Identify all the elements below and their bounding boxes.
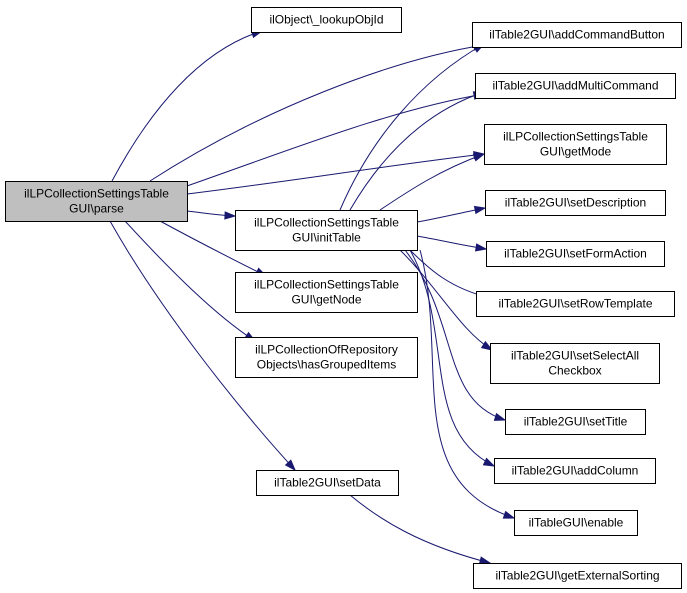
edge-initTable-to-getMode [379,153,486,211]
arrowhead-icon [474,243,488,252]
node-label-line: GUI\initTable [292,231,361,245]
node-box[interactable] [490,343,660,384]
arrowhead-icon [284,459,297,472]
node-box[interactable] [251,7,402,33]
node-box[interactable] [256,470,399,496]
node-label-line: Checkbox [548,364,601,378]
node-label-line: GUI\getNode [291,293,361,307]
node-label-line: ilTableGUI\enable [529,516,624,530]
node-label-line: ilTable2GUI\addColumn [512,464,639,478]
node-addCommandButton[interactable]: ilTable2GUI\addCommandButton [472,22,682,48]
node-box[interactable] [235,272,418,313]
node-box[interactable] [472,22,682,48]
edge-line [186,93,485,187]
node-label-line: ilTable2GUI\setRowTemplate [498,297,652,311]
edge-line [159,220,267,277]
node-box[interactable] [494,458,656,484]
node-label-line: ilTable2GUI\setDescription [505,196,646,210]
arrowhead-icon [224,211,237,220]
edge-setData-to-getExternalSorting [349,494,492,565]
node-setDescription[interactable]: ilTable2GUI\setDescription [485,190,666,216]
node-lookupObjId[interactable]: ilObject\_lookupObjId [251,7,402,33]
arrowhead-icon [480,340,494,351]
edge-line [419,249,515,519]
node-box[interactable] [484,124,667,165]
node-enable[interactable]: ilTableGUI\enable [514,510,638,536]
node-label-line: ilTable2GUI\addCommandButton [489,28,664,42]
node-box[interactable] [475,73,676,99]
arrowhead-icon [472,153,486,162]
nodes-layer: ilLPCollectionSettingsTableGUI\parseilOb… [5,7,682,589]
node-hasGroupedItems[interactable]: ilLPCollectionOfRepositoryObjects\hasGro… [235,337,418,378]
edge-initTable-to-enable [419,249,516,519]
node-setTitle[interactable]: ilTable2GUI\setTitle [505,409,646,435]
edge-initTable-to-setTitle [404,249,507,421]
node-label-line: GUI\parse [69,202,124,216]
node-addMultiCommand[interactable]: ilTable2GUI\addMultiCommand [475,73,676,99]
node-addColumn[interactable]: ilTable2GUI\addColumn [494,458,656,484]
edge-line [349,91,485,211]
node-box[interactable] [476,291,675,317]
edge-line [109,220,296,471]
edge-line [409,249,495,467]
edge-parse-to-initTable [186,210,237,220]
node-label-line: ilTable2GUI\setTitle [524,415,628,429]
edge-line [404,249,506,421]
node-label-line: ilTable2GUI\getExternalSorting [495,569,659,583]
edge-initTable-to-setSelectAllCheckbox [399,249,494,351]
node-label-line: ilLPCollectionSettingsTable [254,216,399,230]
edge-initTable-to-addMultiCommand [349,91,486,211]
arrowhead-icon [502,510,516,519]
edge-parse-to-getMode [186,151,486,195]
edge-line [186,153,485,195]
node-label-line: ilLPCollectionSettingsTable [503,130,648,144]
edge-line [379,153,485,211]
node-label-line: ilLPCollectionSettingsTable [254,278,399,292]
node-label-line: ilLPCollectionOfRepository [255,343,398,357]
node-getExternalSorting[interactable]: ilTable2GUI\getExternalSorting [473,563,682,589]
node-box[interactable] [235,337,418,378]
arrowhead-icon [482,457,496,467]
node-setRowTemplate[interactable]: ilTable2GUI\setRowTemplate [476,291,675,317]
node-box[interactable] [485,190,666,216]
node-label-line: ilLPCollectionSettingsTable [24,187,169,201]
node-label-line: ilTable2GUI\setData [274,476,381,490]
edge-line [339,43,485,211]
node-box[interactable] [235,210,418,251]
node-setFormAction[interactable]: ilTable2GUI\setFormAction [486,241,665,267]
edge-line [124,220,256,342]
edge-parse-to-setData [109,220,297,472]
edge-initTable-to-setDescription [416,205,487,223]
node-label-line: ilTable2GUI\addMultiCommand [492,79,658,93]
arrowhead-icon [493,412,507,421]
node-box[interactable] [5,181,188,222]
node-label-line: GUI\getMode [540,145,612,159]
edge-line [399,249,493,351]
edge-line [149,44,485,182]
node-label-line: ilObject\_lookupObjId [269,13,383,27]
node-box[interactable] [486,241,665,267]
node-label-line: Objects\hasGroupedItems [257,358,396,372]
edge-initTable-to-addCommandButton [339,43,486,211]
edge-line [111,30,263,182]
edge-parse-to-addMultiCommand [186,91,486,187]
edge-line [349,494,491,564]
edge-initTable-to-setFormAction [416,235,488,252]
node-setData[interactable]: ilTable2GUI\setData [256,470,399,496]
node-label-line: ilTable2GUI\setFormAction [504,247,647,261]
edge-initTable-to-addColumn [409,249,496,467]
arrowhead-icon [473,205,487,215]
edge-line [416,235,487,250]
node-box[interactable] [514,510,638,536]
arrowhead-icon [478,556,492,565]
node-label-line: ilTable2GUI\setSelectAll [511,349,639,363]
node-box[interactable] [505,409,646,435]
node-box[interactable] [473,563,682,589]
